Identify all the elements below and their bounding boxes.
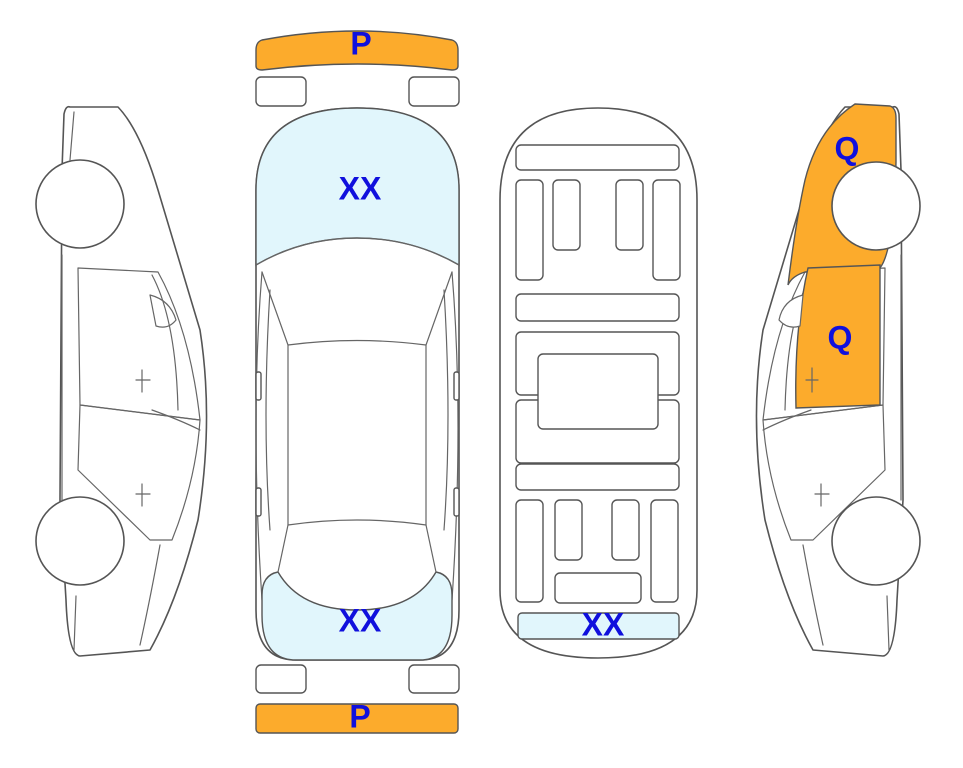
right-side-view: Q Q (755, 103, 921, 657)
rear-window-label: XX (339, 602, 382, 638)
underbody-rear-panel (517, 612, 680, 640)
windshield-label: XX (339, 170, 382, 206)
rear-bumper-panel (255, 703, 459, 734)
left-taillight (255, 664, 307, 694)
front-bumper-label: P (350, 25, 371, 61)
left-rear-wheel (35, 496, 125, 586)
right-headlight (408, 76, 460, 107)
right-front-wheel (831, 161, 921, 251)
right-rear-wheel (831, 496, 921, 586)
top-view: P XX XX P (255, 25, 460, 734)
left-side-view (35, 105, 208, 657)
right-taillight (408, 664, 460, 694)
right-front-door-label: Q (828, 319, 853, 355)
right-front-fender-label: Q (835, 130, 860, 166)
rear-bumper-label: P (349, 698, 370, 734)
right-front-door-panel (795, 264, 881, 409)
underbody-view: XX (499, 107, 698, 659)
left-headlight (255, 76, 307, 107)
underbody-rear-label: XX (582, 606, 625, 642)
front-bumper-panel (255, 30, 459, 71)
left-front-wheel (35, 159, 125, 249)
